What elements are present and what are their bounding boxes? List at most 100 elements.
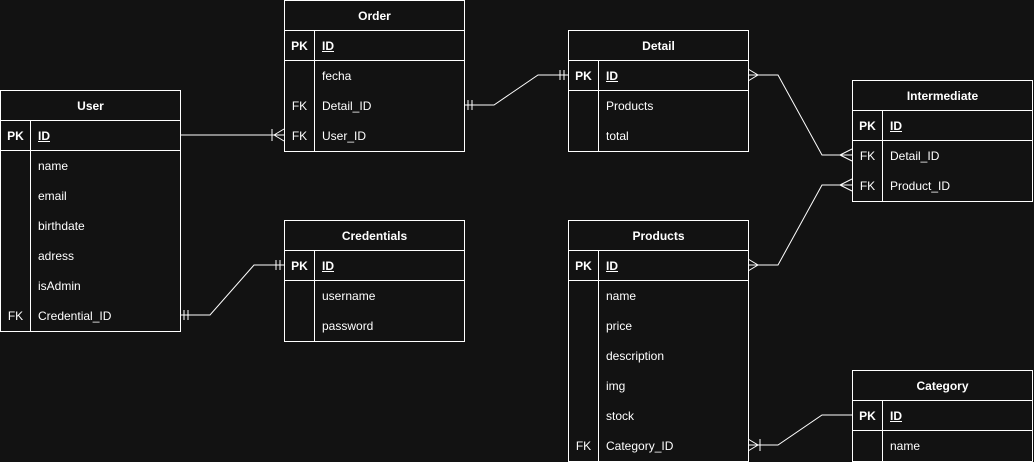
field-name: name (38, 159, 69, 173)
field-name: username (322, 289, 376, 303)
field-row[interactable]: FK Credential_ID (1, 301, 180, 331)
entity-intermediate[interactable]: Intermediate PK ID FK Detail_ID FK Produ… (852, 80, 1033, 202)
key-label (1, 271, 31, 301)
key-label (569, 121, 599, 151)
entity-title: Intermediate (853, 81, 1032, 111)
field-name: ID (606, 259, 618, 273)
field-name: stock (606, 409, 635, 423)
field-row[interactable]: username (285, 281, 464, 311)
field-name: User_ID (322, 129, 367, 143)
entity-title: Products (569, 221, 748, 251)
field-row[interactable]: Products (569, 91, 748, 121)
field-row[interactable]: fecha (285, 61, 464, 91)
field-row[interactable]: FK Product_ID (853, 171, 1032, 201)
field-name: Detail_ID (890, 149, 940, 163)
rel-user-credentials (180, 260, 284, 320)
key-label: PK (853, 401, 883, 430)
key-label (569, 91, 599, 121)
field-name: ID (890, 409, 902, 423)
field-row[interactable]: FK Detail_ID (853, 141, 1032, 171)
entity-products[interactable]: Products PK ID name price description im… (568, 220, 749, 462)
key-label: FK (569, 431, 599, 461)
key-label (569, 281, 599, 311)
pk-row[interactable]: PK ID (1, 121, 180, 151)
entity-credentials[interactable]: Credentials PK ID username password (284, 220, 465, 342)
entity-title: Order (285, 1, 464, 31)
rel-products-intermediate (747, 178, 853, 272)
key-label (569, 341, 599, 371)
entity-title: Category (853, 371, 1032, 401)
field-name: price (606, 319, 633, 333)
field-row[interactable]: stock (569, 401, 748, 431)
field-row[interactable]: name (1, 151, 180, 181)
field-name: ID (38, 129, 50, 143)
field-row[interactable]: total (569, 121, 748, 151)
key-label: FK (1, 301, 31, 331)
field-name: ID (890, 119, 902, 133)
field-name: ID (322, 259, 334, 273)
key-label (285, 281, 315, 311)
pk-row[interactable]: PK ID (569, 61, 748, 91)
field-name: total (606, 129, 629, 143)
field-row[interactable]: description (569, 341, 748, 371)
field-name: Product_ID (890, 179, 951, 193)
entity-title: Detail (569, 31, 748, 61)
field-row[interactable]: name (853, 431, 1032, 461)
entity-title: User (1, 91, 180, 121)
field-row[interactable]: FK User_ID (285, 121, 464, 151)
key-label: FK (853, 171, 883, 201)
field-name: name (606, 289, 637, 303)
field-row[interactable]: img (569, 371, 748, 401)
key-label: PK (853, 111, 883, 140)
field-row[interactable]: name (569, 281, 748, 311)
rel-order-detail (464, 70, 568, 110)
pk-row[interactable]: PK ID (285, 251, 464, 281)
rel-products-category (747, 414, 852, 452)
field-row[interactable]: birthdate (1, 211, 180, 241)
key-label: FK (285, 91, 315, 121)
pk-row[interactable]: PK ID (285, 31, 464, 61)
entity-title: Credentials (285, 221, 464, 251)
key-label: FK (285, 121, 315, 151)
rel-user-order (180, 128, 285, 142)
key-label (569, 401, 599, 431)
field-name: description (606, 349, 665, 363)
field-name: email (38, 189, 67, 203)
entity-detail[interactable]: Detail PK ID Products total (568, 30, 749, 152)
key-label (285, 61, 315, 91)
field-name: password (322, 319, 374, 333)
key-label (1, 241, 31, 271)
key-label: PK (569, 61, 599, 90)
rel-detail-intermediate (747, 68, 853, 162)
key-label (1, 211, 31, 241)
field-row[interactable]: adress (1, 241, 180, 271)
key-label: PK (285, 251, 315, 280)
field-row[interactable]: FK Detail_ID (285, 91, 464, 121)
field-row[interactable]: FK Category_ID (569, 431, 748, 461)
field-row[interactable]: password (285, 311, 464, 341)
key-label: PK (285, 31, 315, 60)
entity-user[interactable]: User PK ID name email birthdate adress i… (0, 90, 181, 332)
pk-row[interactable]: PK ID (569, 251, 748, 281)
pk-row[interactable]: PK ID (853, 111, 1032, 141)
field-name: Products (606, 99, 654, 113)
field-name: ID (322, 39, 334, 53)
field-row[interactable]: isAdmin (1, 271, 180, 301)
field-name: fecha (322, 69, 352, 83)
field-name: isAdmin (38, 279, 81, 293)
field-row[interactable]: price (569, 311, 748, 341)
entity-order[interactable]: Order PK ID fecha FK Detail_ID FK User_I… (284, 0, 465, 152)
entity-category[interactable]: Category PK ID name (852, 370, 1033, 462)
key-label (569, 371, 599, 401)
field-row[interactable]: email (1, 181, 180, 211)
field-name: ID (606, 69, 618, 83)
key-label: PK (569, 251, 599, 280)
field-name: img (606, 379, 626, 393)
key-label: FK (853, 141, 883, 171)
field-name: birthdate (38, 219, 85, 233)
field-name: name (890, 439, 921, 453)
field-name: adress (38, 249, 75, 263)
field-name: Credential_ID (38, 309, 112, 323)
pk-row[interactable]: PK ID (853, 401, 1032, 431)
